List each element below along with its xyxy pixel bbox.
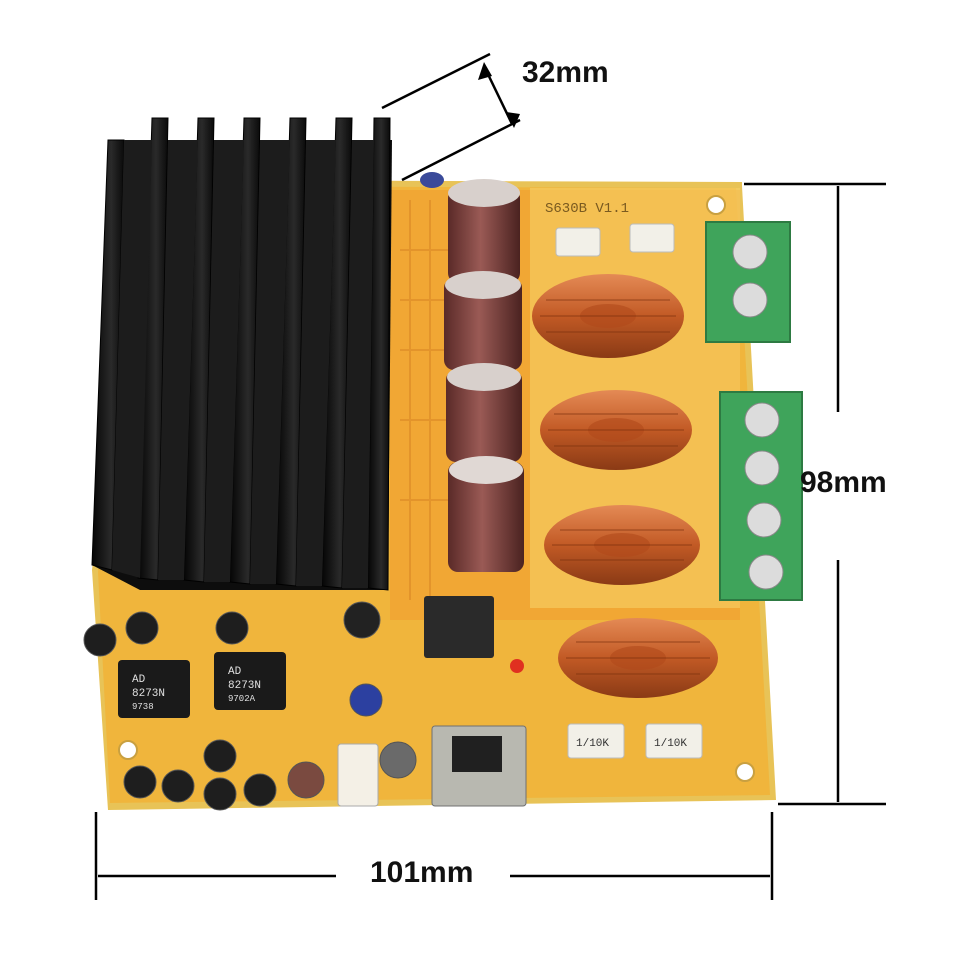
height-dimension-label: 32mm: [522, 56, 609, 89]
large-capacitors: [420, 172, 524, 572]
width-dimension-label: 101mm: [370, 856, 474, 889]
resistor-label: 1/10K: [654, 738, 687, 750]
capacitor: [448, 456, 524, 572]
op-amp-chip-2: AD 8273N 9702A: [214, 652, 286, 710]
toroid-inductors: [532, 274, 718, 698]
chip-code: 9738: [132, 702, 154, 712]
heatsink: [91, 117, 392, 591]
op-amp-chip-1: AD 8273N 9738: [118, 660, 190, 718]
capacitor: [448, 179, 520, 283]
small-capacitors: [83, 601, 417, 811]
capacitor: [444, 271, 522, 370]
chip-brand: AD: [228, 666, 242, 678]
screw-terminal-top: [705, 221, 791, 343]
chip-code: 9702A: [228, 694, 256, 704]
dimension-arrowheads: [478, 62, 520, 128]
screw-terminal-bottom: [719, 391, 803, 601]
dimension-lines: [94, 52, 886, 900]
chip-brand: AD: [132, 674, 146, 686]
capacitor: [446, 363, 522, 462]
chip-part: 8273N: [132, 688, 165, 700]
depth-dimension-label: 98mm: [800, 466, 887, 499]
resistors: 1/10K 1/10K: [555, 223, 703, 759]
resistor-label: 1/10K: [576, 738, 609, 750]
led: [510, 659, 524, 673]
silkscreen-label: S630B V1.1: [545, 201, 629, 217]
connector: [337, 743, 379, 807]
chip-part: 8273N: [228, 680, 261, 692]
voltage-regulator: [424, 596, 527, 807]
